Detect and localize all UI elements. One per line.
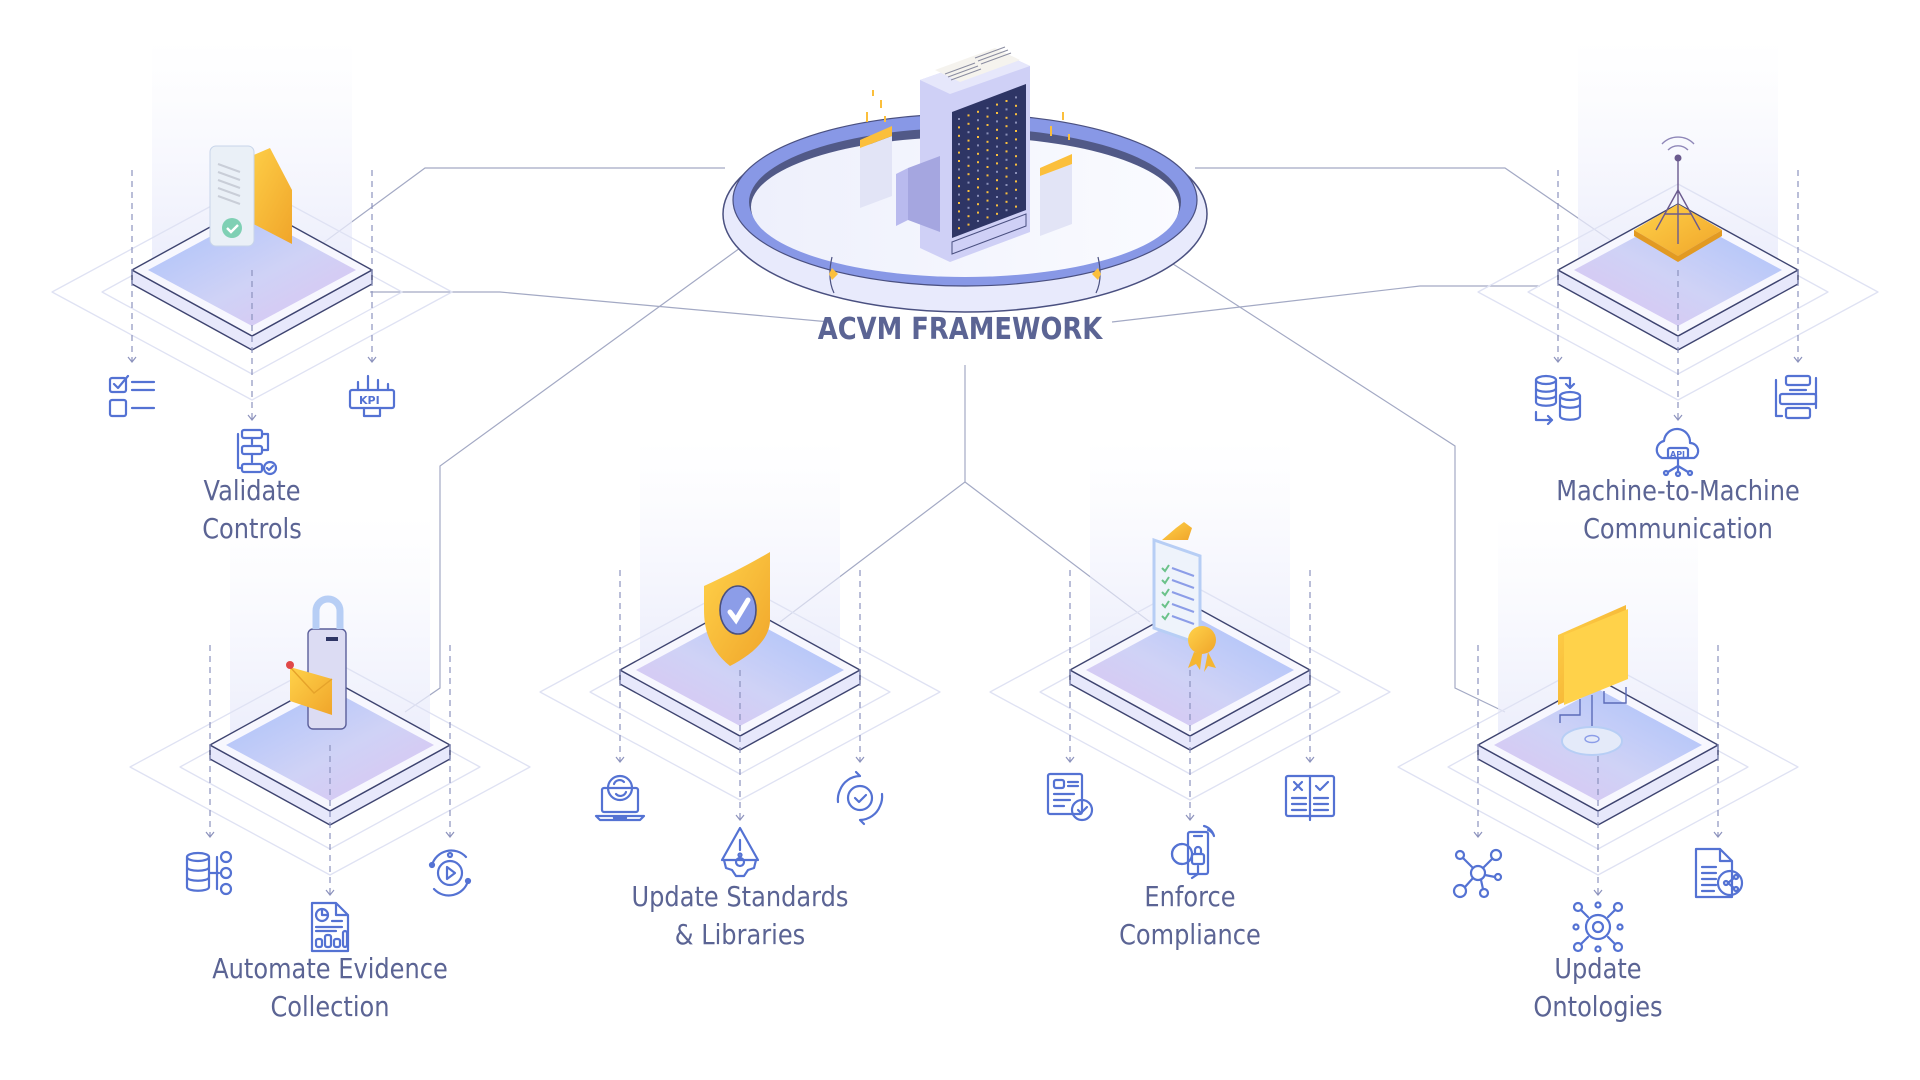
module-label-line: Communication [1583, 512, 1773, 545]
module-label-line: Ontologies [1533, 990, 1663, 1023]
platform-ring [51, 183, 453, 401]
platform-ring [539, 583, 941, 801]
document-share-icon [1694, 847, 1744, 899]
module-label-line: Update Standards [631, 880, 849, 913]
book-cross-check-icon [1284, 774, 1336, 822]
laptop-update-icon [594, 774, 646, 822]
module-update-standards[interactable] [539, 440, 941, 878]
connector-update-ontologies [1169, 261, 1506, 713]
module-machine-to-machine[interactable]: API [1477, 40, 1879, 478]
module-label-line: Update [1554, 952, 1642, 985]
platform-ring [1397, 658, 1799, 876]
gear-check-cycle-icon [836, 770, 884, 826]
clipboard-certificate-icon [1152, 522, 1216, 672]
module-label-line: Enforce [1144, 880, 1236, 913]
connector-validate-controls-2 [370, 291, 831, 323]
network-hub-icon [1452, 848, 1503, 899]
module-label-line: Machine-to-Machine [1556, 474, 1800, 507]
module-update-ontologies[interactable] [1397, 515, 1799, 953]
svg-text:API: API [1670, 450, 1685, 459]
phone-lock-gear-icon [1170, 824, 1216, 880]
database-sync-icon [1534, 374, 1582, 426]
platform-ring [989, 583, 1391, 801]
document-envelope-check-icon [209, 145, 292, 247]
connector-validate-controls [299, 167, 725, 261]
cloud-api-icon: API [1655, 427, 1700, 478]
kpi-icon: KPI [348, 374, 396, 418]
warning-gear-icon [720, 826, 760, 878]
gear-play-cycle-icon [428, 849, 472, 897]
server-tower-icon [896, 46, 1030, 262]
module-enforce-compliance[interactable] [989, 440, 1391, 880]
framework-title: ACVM FRAMEWORK [817, 312, 1103, 347]
document-gear-check-icon [1046, 772, 1094, 822]
folder-network-icon [1558, 605, 1628, 756]
module-label-line: Automate Evidence [212, 952, 448, 985]
antenna-tower-icon [1634, 136, 1722, 262]
report-document-icon [310, 901, 350, 953]
data-transfer-icon [1774, 374, 1818, 420]
module-label-line: Controls [202, 512, 302, 545]
workflow-check-icon [236, 428, 278, 476]
svg-text:KPI: KPI [359, 394, 380, 407]
connector-m2m [1195, 167, 1611, 241]
module-label-update-standards: Update Standards & Libraries [577, 878, 904, 954]
connector-lines [299, 167, 1611, 713]
module-validate-controls[interactable]: KPI [51, 40, 453, 476]
shield-check-icon [704, 552, 770, 666]
phone-mail-icon [286, 595, 347, 730]
module-label-line: & Libraries [674, 918, 806, 951]
module-label-line: Compliance [1119, 918, 1261, 951]
module-label-line: Validate [203, 474, 301, 507]
database-network-icon [185, 850, 233, 896]
module-label-line: Collection [270, 990, 390, 1023]
gear-network-icon [1572, 901, 1624, 953]
platform-ring [1477, 183, 1879, 401]
data-sheet-icon [860, 90, 1072, 236]
platform-ring [129, 658, 531, 876]
checklist-icon [108, 374, 156, 418]
module-automate-evidence[interactable] [129, 515, 531, 953]
central-hub [722, 46, 1208, 313]
connector-m2m-2 [1111, 285, 1540, 323]
